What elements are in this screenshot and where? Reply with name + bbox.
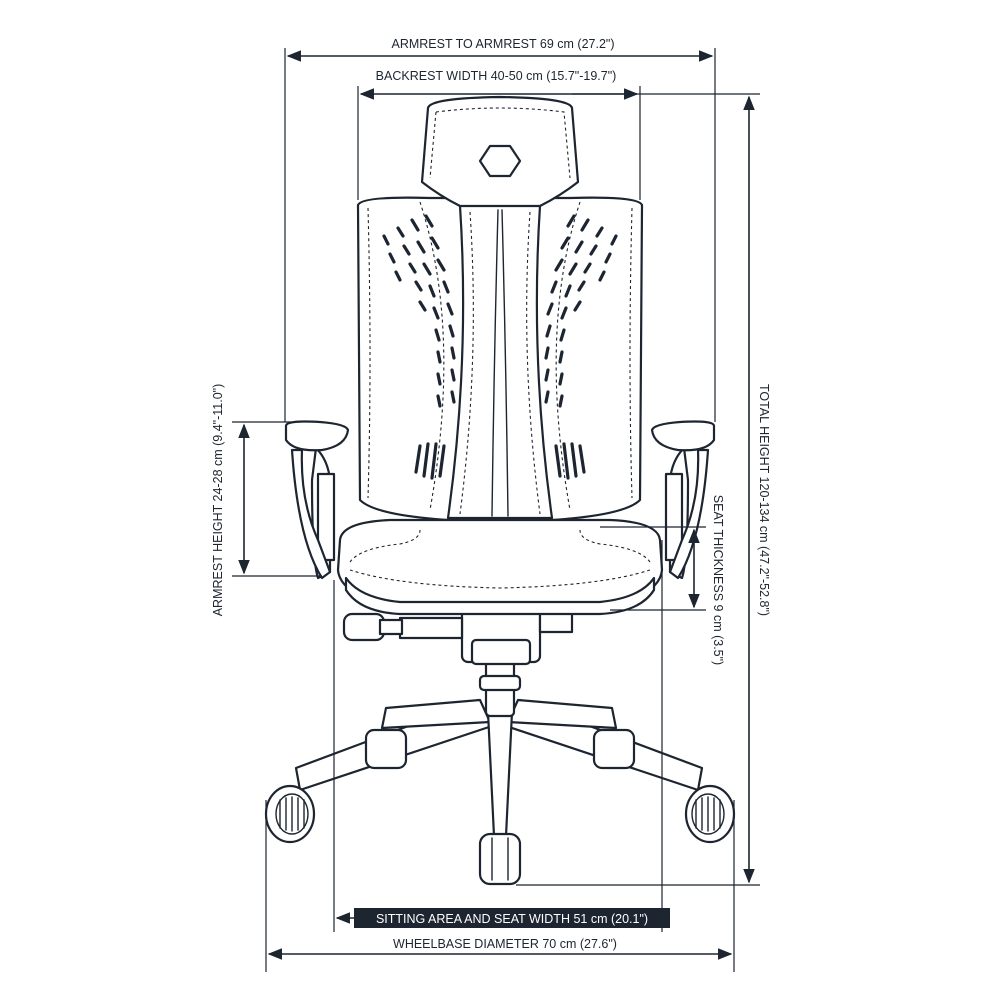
label-wheelbase-diameter: WHEELBASE DIAMETER 70 cm (27.6") <box>393 937 617 951</box>
armrest-right-pad <box>650 420 716 452</box>
dim-total-height: TOTAL HEIGHT 120-134 cm (47.2"-52.8") <box>516 93 771 886</box>
vents-right <box>544 214 618 480</box>
dim-sitting-area: SITTING AREA AND SEAT WIDTH 51 cm (20.1"… <box>333 540 670 932</box>
armrest-left <box>284 420 350 580</box>
caster-right <box>684 784 736 844</box>
armrest-right <box>650 420 716 580</box>
seat-cushion <box>336 518 664 616</box>
leg-back-left <box>380 698 492 730</box>
seat-mechanism <box>342 598 574 666</box>
center-spine <box>446 204 554 520</box>
caster-back-left <box>364 728 408 770</box>
dim-armrest-to-armrest: ARMREST TO ARMREST 69 cm (27.2") <box>284 37 716 422</box>
caster-back-right <box>592 728 636 770</box>
backrest <box>356 95 644 524</box>
dim-backrest-width: BACKREST WIDTH 40-50 cm (15.7"-19.7") <box>357 69 641 200</box>
seat-edge <box>344 576 656 616</box>
chair-illustration <box>264 95 736 886</box>
label-armrest-height: ARMREST HEIGHT 24-28 cm (9.4"-11.0") <box>211 384 225 617</box>
label-total-height: TOTAL HEIGHT 120-134 cm (47.2"-52.8") <box>757 384 771 616</box>
caster-left <box>264 784 316 844</box>
dim-seat-thickness: SEAT THICKNESS 9 cm (3.5") <box>600 495 725 665</box>
vents-left <box>382 214 456 480</box>
tilt-knob <box>342 612 386 642</box>
leg-front <box>486 710 514 838</box>
seat-top <box>336 518 664 608</box>
hexagon-logo-icon <box>478 144 522 178</box>
leg-back-right <box>506 698 618 730</box>
label-seat-thickness: SEAT THICKNESS 9 cm (3.5") <box>711 495 725 665</box>
cylinder-collar <box>478 674 522 692</box>
dim-wheelbase-diameter: WHEELBASE DIAMETER 70 cm (27.6") <box>265 800 735 972</box>
label-sitting-area-bg <box>354 908 670 928</box>
label-backrest-width: BACKREST WIDTH 40-50 cm (15.7"-19.7") <box>376 69 617 83</box>
dim-armrest-height: ARMREST HEIGHT 24-28 cm (9.4"-11.0") <box>211 384 322 617</box>
wheelbase <box>294 658 704 838</box>
caster-front <box>478 832 522 886</box>
label-sitting-area: SITTING AREA AND SEAT WIDTH 51 cm (20.1"… <box>376 912 648 926</box>
armrest-left-pad <box>284 420 350 452</box>
label-armrest-to-armrest: ARMREST TO ARMREST 69 cm (27.2") <box>391 37 614 51</box>
